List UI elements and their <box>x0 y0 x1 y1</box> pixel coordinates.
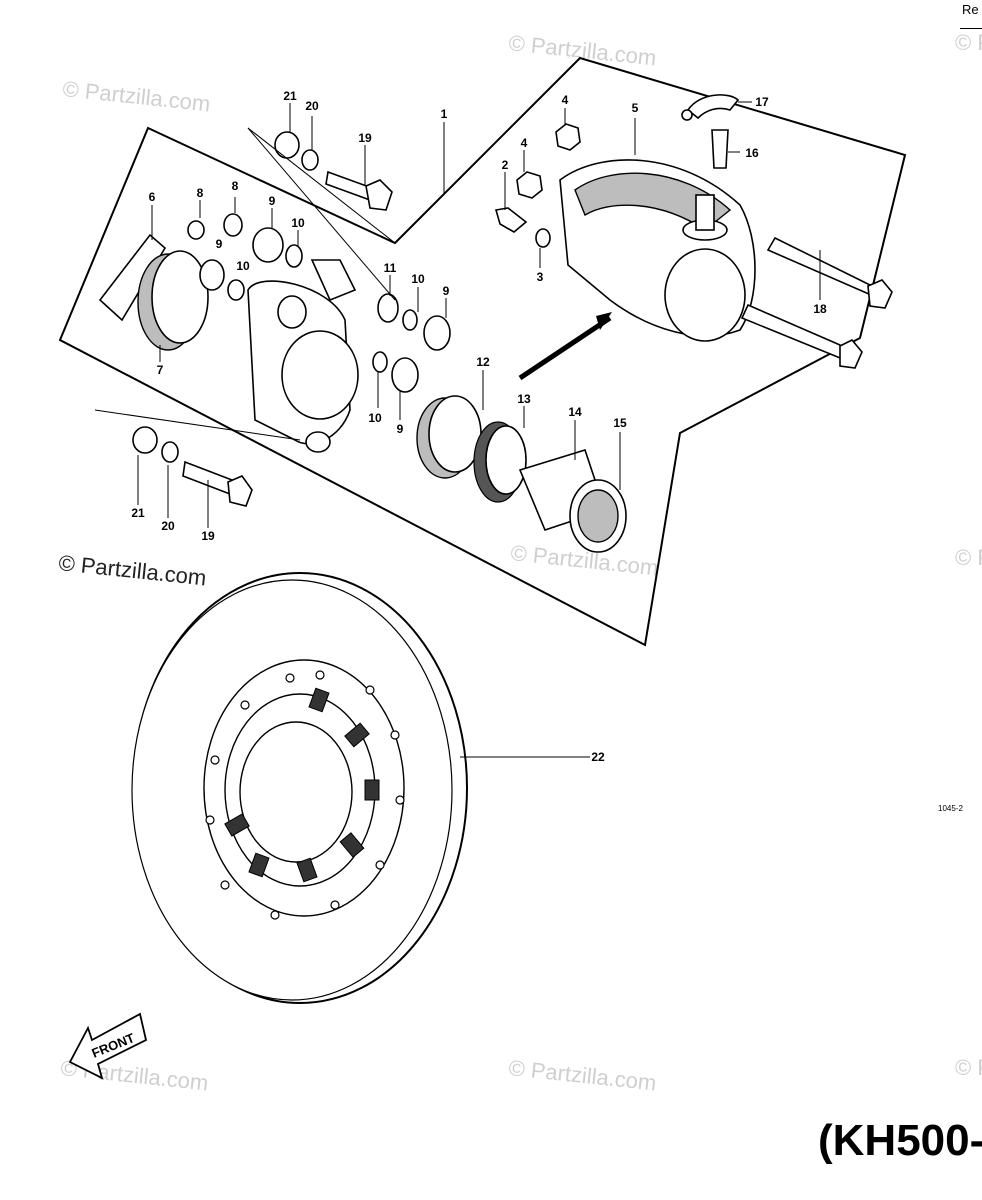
mount-bolts <box>132 131 393 507</box>
watermark: © Partzilla.com <box>507 30 657 70</box>
watermark-primary: © Partzilla.com <box>57 550 207 590</box>
callout-label: 13 <box>517 392 531 406</box>
callout-label: 1 <box>441 107 448 121</box>
callout-label: 11 <box>384 261 397 275</box>
wedge-line <box>94 409 301 441</box>
watermark: © Partzilla.com <box>507 1055 657 1095</box>
left-parts <box>98 213 359 453</box>
caliper-housing <box>559 159 756 342</box>
callout-label: 20 <box>161 519 175 533</box>
callout-label: 16 <box>745 146 759 160</box>
callout-label: 5 <box>632 101 639 115</box>
callout-label: 9 <box>443 284 450 298</box>
bolts-18 <box>740 236 893 369</box>
callout-label: 19 <box>201 529 215 543</box>
assembly-outline <box>58 56 907 647</box>
model-title: (KH500- <box>818 1116 982 1165</box>
callout-label: 3 <box>537 270 544 284</box>
callout-label: 17 <box>755 95 769 109</box>
watermark: © Partzilla.com <box>955 1055 982 1080</box>
callout-label: 8 <box>232 179 239 193</box>
callout-label: 10 <box>368 411 382 425</box>
callout-label: 9 <box>269 194 276 208</box>
callout-label: 19 <box>358 131 372 145</box>
callout-label: 22 <box>591 750 605 764</box>
leader-lines <box>137 101 821 758</box>
reference-code: 1045-2 <box>938 804 963 813</box>
watermark: © Partzilla.com <box>955 545 982 570</box>
callout-label: 2 <box>502 158 509 172</box>
callout-label: 6 <box>149 190 156 204</box>
callout-label: 8 <box>197 186 204 200</box>
watermark: © Partzilla.com <box>61 76 211 116</box>
center-parts <box>372 293 451 393</box>
watermark: © Partzilla.com <box>955 30 982 55</box>
callout-label: 18 <box>813 302 827 316</box>
bleeder-valve <box>681 94 740 169</box>
wedge-line <box>247 127 396 244</box>
callout-label: 4 <box>521 136 528 150</box>
callouts: 21 20 19 1 4 5 17 4 16 2 6 8 8 9 10 9 10… <box>131 89 827 764</box>
brake-disc <box>131 572 468 1004</box>
callout-label: 7 <box>157 363 164 377</box>
callout-label: 20 <box>305 99 319 113</box>
callout-label: 15 <box>613 416 627 430</box>
callout-label: 10 <box>411 272 425 286</box>
callout-label: 9 <box>216 237 223 251</box>
callout-label: 12 <box>476 355 490 369</box>
wedge-line <box>247 127 396 301</box>
callout-label: 21 <box>131 506 145 520</box>
small-fasteners <box>494 123 581 248</box>
corner-rule <box>960 28 982 29</box>
callout-label: 21 <box>283 89 297 103</box>
corner-text: Re <box>962 2 979 17</box>
callout-label: 10 <box>291 216 305 230</box>
callout-label: 14 <box>568 405 582 419</box>
callout-label: 4 <box>562 93 569 107</box>
callout-label: 9 <box>397 422 404 436</box>
piston-stack <box>416 312 627 553</box>
callout-label: 10 <box>236 259 250 273</box>
